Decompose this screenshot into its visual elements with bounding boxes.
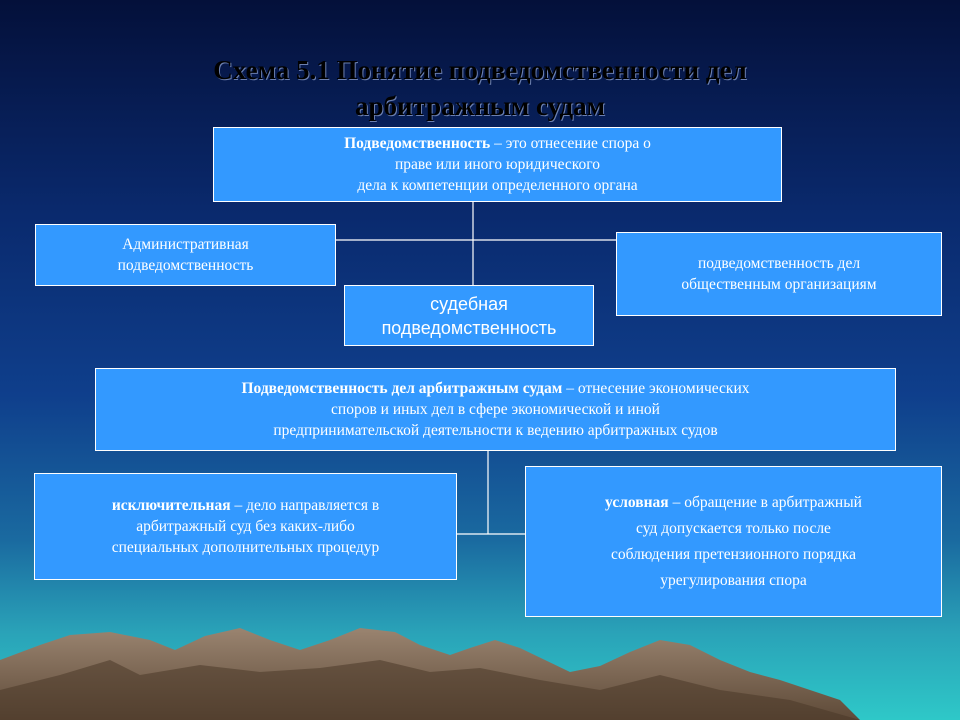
administrative-box: Административная подведомственность (35, 224, 336, 286)
conditional-term: условная (605, 493, 669, 511)
exclusive-box: исключительная – дело направляется в арб… (34, 473, 457, 580)
conditional-line-4: урегулирования спора (660, 571, 807, 589)
mountain-shadow (0, 660, 860, 720)
conditional-line-3: соблюдения претензионного порядка (611, 545, 856, 563)
exclusive-line-1: исключительная – дело направляется в (112, 495, 379, 516)
definition-box: Подведомственность – это отнесение спора… (213, 127, 782, 202)
definition-term: Подведомственность (344, 135, 491, 152)
exclusive-line-2: арбитражный суд без каких-либо (136, 518, 355, 535)
conditional-line-2: суд допускается только после (636, 519, 831, 537)
administrative-line-2: подведомственность (117, 257, 254, 274)
arbitration-line-3: предпринимательской деятельности к веден… (273, 422, 718, 439)
arbitration-term: Подведомственность дел арбитражным судам (241, 380, 563, 397)
definition-line-1: Подведомственность – это отнесение спора… (344, 133, 651, 154)
judicial-box: судебная подведомственность (344, 285, 594, 346)
administrative-line-1: Административная (122, 236, 249, 253)
title-line-2: арбитражным судам (354, 91, 605, 121)
diagram-title: Схема 5.1 Понятие подведомственности дел… (0, 52, 960, 124)
public-orgs-line-1: подведомственность дел (697, 255, 861, 272)
conditional-line-1: условная – обращение в арбитражный (605, 490, 862, 516)
arbitration-line-2: споров и иных дел в сфере экономической … (331, 401, 660, 418)
title-line-1: Схема 5.1 Понятие подведомственности дел (213, 55, 747, 85)
conditional-rest-1: – обращение в арбитражный (668, 493, 862, 511)
definition-line-3: дела к компетенции определенного органа (357, 177, 638, 194)
exclusive-rest-1: – дело направляется в (230, 497, 380, 514)
judicial-line-2: подведомственность (381, 317, 557, 338)
judicial-line-1: судебная (430, 293, 508, 314)
arbitration-box: Подведомственность дел арбитражным судам… (95, 368, 896, 451)
arbitration-rest-1: – отнесение экономических (562, 380, 750, 397)
public-orgs-line-2: общественным организациям (681, 276, 877, 293)
public-orgs-box: подведомственность дел общественным орга… (616, 232, 942, 316)
exclusive-term: исключительная (111, 497, 231, 514)
exclusive-line-3: специальных дополнительных процедур (111, 539, 380, 556)
conditional-box: условная – обращение в арбитражный суд д… (525, 466, 942, 617)
definition-rest-1: – это отнесение спора о (490, 135, 651, 152)
arbitration-line-1: Подведомственность дел арбитражным судам… (241, 378, 749, 399)
definition-line-2: праве или иного юридического (394, 156, 600, 173)
